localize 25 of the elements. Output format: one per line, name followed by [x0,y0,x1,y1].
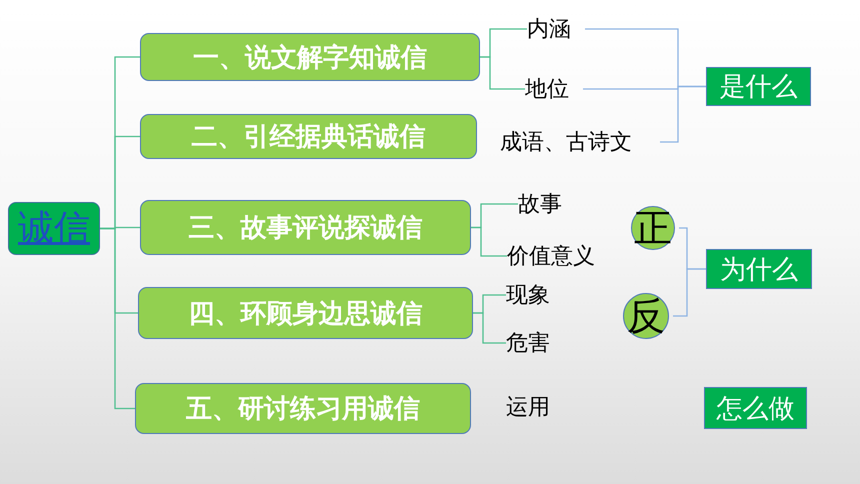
topic-box: 四、环顾身边思诚信 [138,287,473,339]
item-text: 成语、古诗文 [500,128,656,156]
connector-line [480,56,525,90]
character-circle: 正 [631,206,675,250]
connector-line [660,86,706,143]
item-text: 运用 [506,394,550,421]
question-box: 为什么 [706,249,812,289]
question-box: 怎么做 [704,387,807,429]
item-text: 地位 [525,75,579,103]
topic-box: 一、说文解字知诚信 [140,33,480,81]
connector-line [673,268,706,317]
item-text: 危害 [506,329,560,357]
topic-box: 三、故事评说探诚信 [140,200,471,255]
root-box: 诚信 [8,202,100,255]
connector-line [471,226,507,257]
character-circle: 反 [623,293,669,339]
item-text: 价值意义 [507,242,611,270]
topic-box: 五、研讨练习用诚信 [135,383,471,434]
connector-line [473,312,506,344]
item-text: 故事 [518,190,572,218]
item-text: 现象 [506,281,560,309]
topic-box: 二、引经据典话诚信 [140,114,477,159]
question-box: 是什么 [706,67,811,106]
item-text: 内涵 [527,15,581,43]
connector-line [100,228,135,410]
